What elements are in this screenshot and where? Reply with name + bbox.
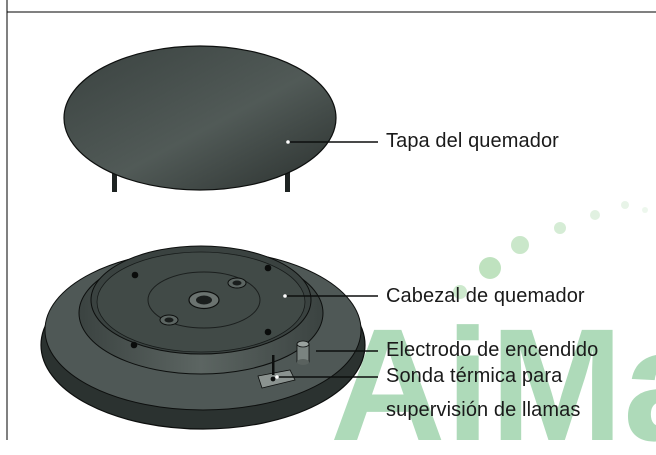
thermal-probe-label-line2: supervisión de llamas <box>386 399 581 421</box>
thermal-probe-illustration <box>257 355 296 389</box>
burner-head-label: Cabezal de quemador <box>386 285 585 307</box>
watermark-text: AiMa <box>330 295 656 455</box>
ignition-electrode-label: Electrodo de encendido <box>386 339 599 361</box>
watermark: AiMa <box>330 201 656 455</box>
burner-cap-illustration <box>63 45 337 192</box>
thermal-probe-label-line1: Sonda térmica para <box>386 365 563 387</box>
leader-lines <box>275 140 378 379</box>
burner-cap-label: Tapa del quemador <box>386 130 559 152</box>
frame <box>6 0 656 440</box>
burner-head-illustration <box>40 245 366 430</box>
electrode-illustration <box>296 340 310 365</box>
